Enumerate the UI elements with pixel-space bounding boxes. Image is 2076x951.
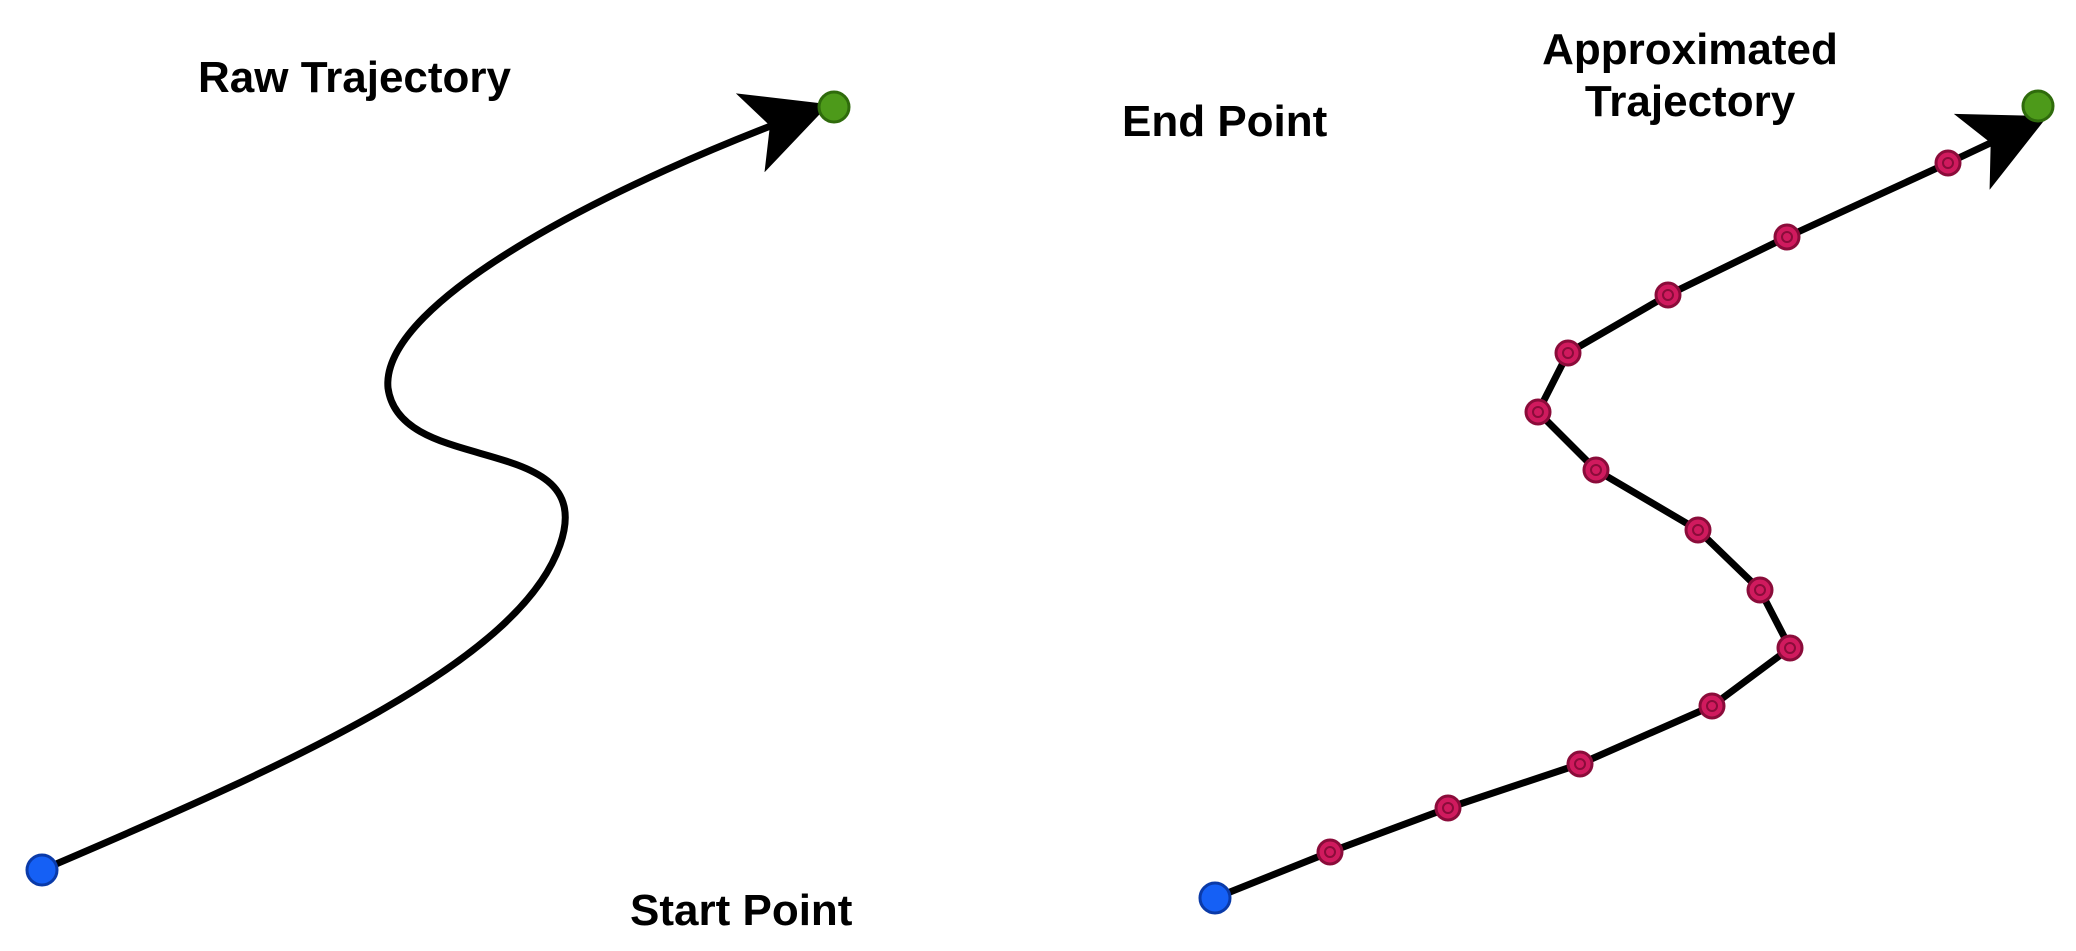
- waypoint-marker-ring: [1942, 157, 1954, 169]
- waypoint-marker: [1934, 149, 1962, 177]
- waypoint-marker: [1773, 223, 1801, 251]
- waypoint-marker-ring: [1590, 464, 1602, 476]
- raw-end-point: [817, 90, 851, 124]
- waypoint-marker-ring: [1784, 642, 1796, 654]
- raw-trajectory-label: Raw Trajectory: [198, 53, 512, 102]
- waypoint-marker: [1654, 281, 1682, 309]
- waypoint-marker: [1566, 750, 1594, 778]
- approx-start-point: [1198, 881, 1232, 915]
- waypoint-marker: [1524, 398, 1552, 426]
- waypoint-marker-ring: [1781, 231, 1793, 243]
- approx-end-point: [2021, 89, 2055, 123]
- waypoint-marker-ring: [1532, 406, 1544, 418]
- waypoint-marker-ring: [1754, 584, 1766, 596]
- waypoint-marker-ring: [1574, 758, 1586, 770]
- waypoint-marker: [1316, 838, 1344, 866]
- waypoint-marker: [1684, 516, 1712, 544]
- waypoint-marker: [1698, 692, 1726, 720]
- waypoint-marker-ring: [1442, 802, 1454, 814]
- waypoint-marker: [1746, 576, 1774, 604]
- approximated-trajectory-label: Approximated Trajectory: [1542, 25, 1838, 126]
- waypoint-marker: [1554, 339, 1582, 367]
- waypoint-marker: [1434, 794, 1462, 822]
- waypoint-marker-ring: [1706, 700, 1718, 712]
- approximated-trajectory-curve: [1211, 113, 2048, 902]
- waypoint-marker-ring: [1662, 289, 1674, 301]
- raw-start-point: [25, 853, 59, 887]
- waypoint-marker-ring: [1324, 846, 1336, 858]
- raw-trajectory-curve: [38, 93, 830, 874]
- waypoint-marker-ring: [1562, 347, 1574, 359]
- start-point-label: Start Point: [630, 886, 853, 935]
- waypoint-marker-ring: [1692, 524, 1704, 536]
- waypoint-marker: [1776, 634, 1804, 662]
- waypoint-marker: [1582, 456, 1610, 484]
- end-point-label: End Point: [1122, 97, 1328, 146]
- waypoint-markers: [1316, 149, 1962, 866]
